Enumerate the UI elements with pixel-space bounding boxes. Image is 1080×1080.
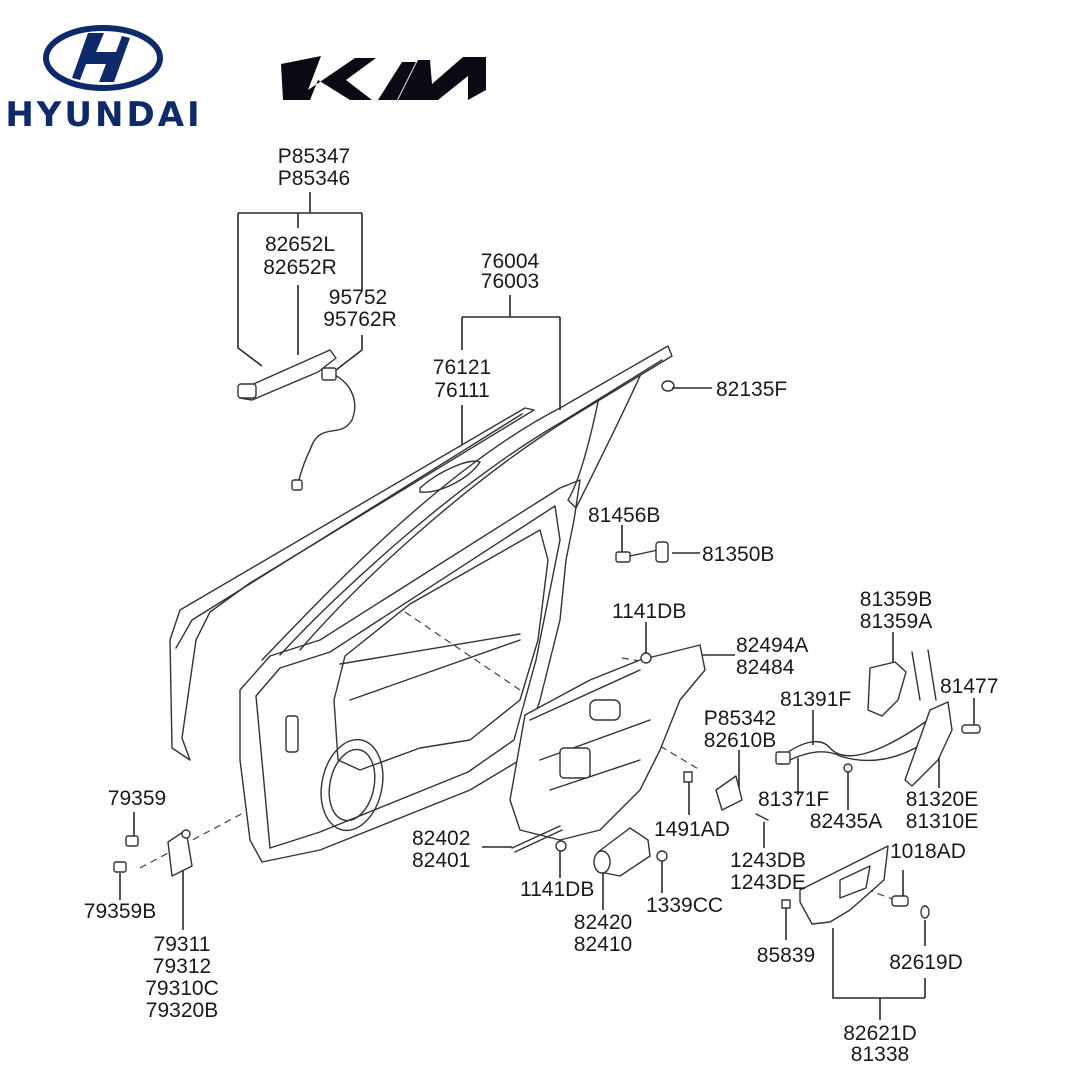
hyundai-logo: HYUNDAI xyxy=(5,25,202,135)
lock-cables-art xyxy=(775,719,929,773)
part-label[interactable]: 82652R xyxy=(263,256,337,279)
inner-door-frame xyxy=(239,479,581,863)
part-label[interactable]: 82402 xyxy=(412,827,470,850)
part-label[interactable]: 81350B xyxy=(702,543,774,566)
part-label[interactable]: 79310C xyxy=(145,977,219,1000)
part-label[interactable]: 82410 xyxy=(574,933,632,956)
part-label[interactable]: 82401 xyxy=(412,849,470,872)
part-label[interactable]: 79312 xyxy=(153,955,211,978)
part-label[interactable]: 81338 xyxy=(851,1043,909,1066)
part-label[interactable]: 79320B xyxy=(146,999,218,1022)
outer-door-skin xyxy=(169,407,535,761)
part-label[interactable]: 85839 xyxy=(757,944,815,967)
part-label[interactable]: 81371F xyxy=(758,788,829,811)
part-label[interactable]: 76004 xyxy=(481,250,540,273)
hyundai-emblem-icon xyxy=(43,25,163,91)
part-label[interactable]: 82484 xyxy=(736,656,795,679)
part-label[interactable]: 82652L xyxy=(265,233,335,256)
hyundai-h-glyph xyxy=(72,33,130,82)
window-regulator-art xyxy=(509,644,706,853)
part-label[interactable]: 81456B xyxy=(588,504,660,527)
speaker-opening xyxy=(320,738,384,832)
grommet-icon xyxy=(661,380,675,392)
part-label[interactable]: 81359B xyxy=(860,588,932,611)
window-motor-art xyxy=(593,827,668,877)
part-label[interactable]: 76111 xyxy=(434,379,489,402)
part-label[interactable]: 82610B xyxy=(704,729,776,752)
part-label[interactable]: 95752 xyxy=(329,286,387,309)
part-label[interactable]: 1243DB xyxy=(730,849,806,872)
part-labels: P85347 P85346 82652L 82652R 95752 95762R… xyxy=(84,145,999,1066)
part-label[interactable]: 82621D xyxy=(843,1022,917,1045)
part-label[interactable]: 76003 xyxy=(481,270,539,293)
door-assembly-art xyxy=(139,345,896,901)
part-label[interactable]: 81391F xyxy=(780,688,851,711)
door-latch-art xyxy=(867,649,981,787)
part-label[interactable]: 81310E xyxy=(906,810,978,833)
window-frame xyxy=(261,345,673,661)
part-label[interactable]: 82619D xyxy=(889,951,963,974)
part-label[interactable]: 79311 xyxy=(154,933,211,956)
part-label[interactable]: 82494A xyxy=(736,634,808,657)
part-label[interactable]: 79359B xyxy=(84,900,156,923)
part-label[interactable]: 82135F xyxy=(716,378,787,401)
leader-lines xyxy=(119,192,975,1020)
part-label[interactable]: 82420 xyxy=(574,911,632,934)
part-label[interactable]: P85342 xyxy=(704,707,776,730)
kia-logo xyxy=(281,56,486,100)
door-hinge-art xyxy=(113,829,193,877)
hyundai-wordmark: HYUNDAI xyxy=(5,95,202,135)
part-label[interactable]: 1243DE xyxy=(730,871,806,894)
switch-art xyxy=(683,771,769,821)
part-label[interactable]: 1141DB xyxy=(520,878,594,901)
door-checker-art xyxy=(615,541,669,563)
part-label[interactable]: 82435A xyxy=(810,810,882,833)
part-label[interactable]: 1018AD xyxy=(890,840,966,863)
outside-handle-art xyxy=(237,349,356,491)
kia-wordmark-icon xyxy=(281,56,486,100)
part-label[interactable]: 1491AD xyxy=(654,818,730,841)
armrest-art xyxy=(781,845,930,925)
part-label[interactable]: 1141DB xyxy=(612,600,686,623)
part-label[interactable]: 76121 xyxy=(433,356,491,379)
part-label[interactable]: P85347 xyxy=(278,145,350,168)
part-label[interactable]: 81477 xyxy=(940,675,998,698)
part-label[interactable]: 81359A xyxy=(860,610,932,633)
part-label[interactable]: P85346 xyxy=(278,167,350,190)
part-label[interactable]: 81320E xyxy=(906,788,978,811)
part-label[interactable]: 1339CC xyxy=(646,894,723,917)
part-label[interactable]: 79359 xyxy=(108,787,166,810)
part-label[interactable]: 95762R xyxy=(323,308,397,331)
